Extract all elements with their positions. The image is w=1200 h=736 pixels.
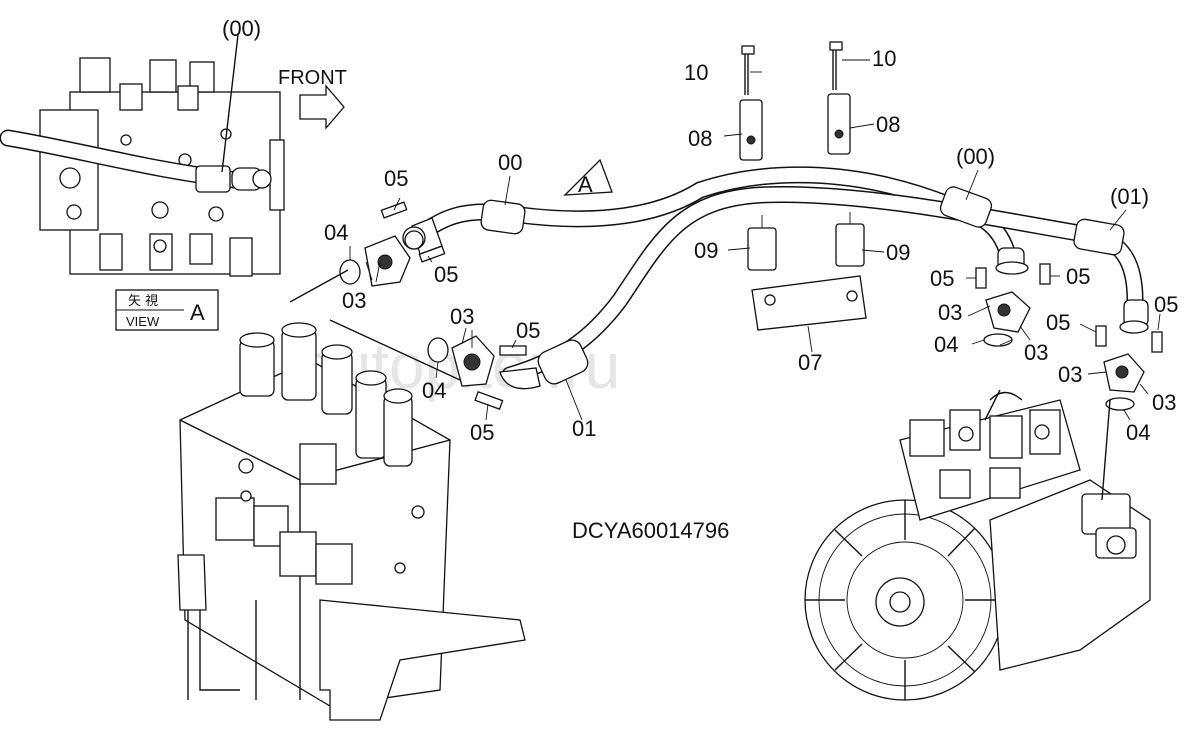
label-10-right: 10 bbox=[872, 46, 896, 71]
label-00-right: (00) bbox=[956, 144, 995, 169]
label-05-a: 05 bbox=[384, 166, 408, 191]
label-00-inset: (00) bbox=[222, 16, 261, 41]
clamp-assembly bbox=[739, 41, 867, 331]
hose-assembly bbox=[402, 166, 1149, 390]
label-08-right: 08 bbox=[876, 112, 900, 137]
view-a-box: 矢 視 VIEW A bbox=[115, 289, 219, 331]
flange-set-right-lower bbox=[1095, 325, 1163, 411]
front-arrow-icon bbox=[299, 84, 345, 130]
label-05-d: 05 bbox=[470, 420, 494, 445]
view-a-marker-icon bbox=[563, 158, 613, 196]
label-01-right: (01) bbox=[1110, 184, 1149, 209]
flange-set-center bbox=[427, 335, 527, 410]
label-05-b: 05 bbox=[434, 262, 458, 287]
label-05-c: 05 bbox=[516, 318, 540, 343]
label-04-c: 04 bbox=[934, 332, 958, 357]
label-08-left: 08 bbox=[688, 126, 712, 151]
label-03-f: 03 bbox=[1152, 390, 1176, 415]
label-05-f: 05 bbox=[1066, 264, 1090, 289]
flange-set-left bbox=[339, 201, 446, 287]
part-labels: 00 (00) (01) 01 10 10 08 08 09 09 07 05 … bbox=[324, 46, 1178, 445]
label-03-d: 03 bbox=[1024, 340, 1048, 365]
label-03-c: 03 bbox=[938, 300, 962, 325]
label-10-left: 10 bbox=[684, 60, 708, 85]
leader-lines bbox=[289, 59, 1161, 501]
label-07: 07 bbox=[798, 350, 822, 375]
label-03-a: 03 bbox=[342, 288, 366, 313]
label-05-e: 05 bbox=[930, 266, 954, 291]
drawing-code: DCYA60014796 bbox=[572, 518, 729, 543]
label-01: 01 bbox=[572, 416, 596, 441]
label-03-e: 03 bbox=[1058, 362, 1082, 387]
label-05-g: 05 bbox=[1046, 310, 1070, 335]
view-a-marker-letter: A bbox=[578, 172, 593, 197]
control-valve bbox=[177, 322, 526, 721]
flange-set-right-upper bbox=[975, 263, 1051, 347]
label-09-right: 09 bbox=[886, 240, 910, 265]
label-09-left: 09 bbox=[694, 238, 718, 263]
label-00-hose: 00 bbox=[498, 150, 522, 175]
view-en-label: VIEW bbox=[126, 314, 160, 329]
view-letter: A bbox=[190, 300, 205, 325]
hydraulic-pump bbox=[804, 391, 1151, 701]
label-04-d: 04 bbox=[1126, 420, 1150, 445]
front-label: FRONT bbox=[278, 67, 347, 89]
label-03-b: 03 bbox=[450, 304, 474, 329]
view-jp-label: 矢 視 bbox=[128, 294, 158, 309]
label-05-h: 05 bbox=[1154, 292, 1178, 317]
label-04-a: 04 bbox=[324, 220, 348, 245]
label-04-b: 04 bbox=[422, 378, 446, 403]
inset-view-a bbox=[0, 34, 285, 277]
